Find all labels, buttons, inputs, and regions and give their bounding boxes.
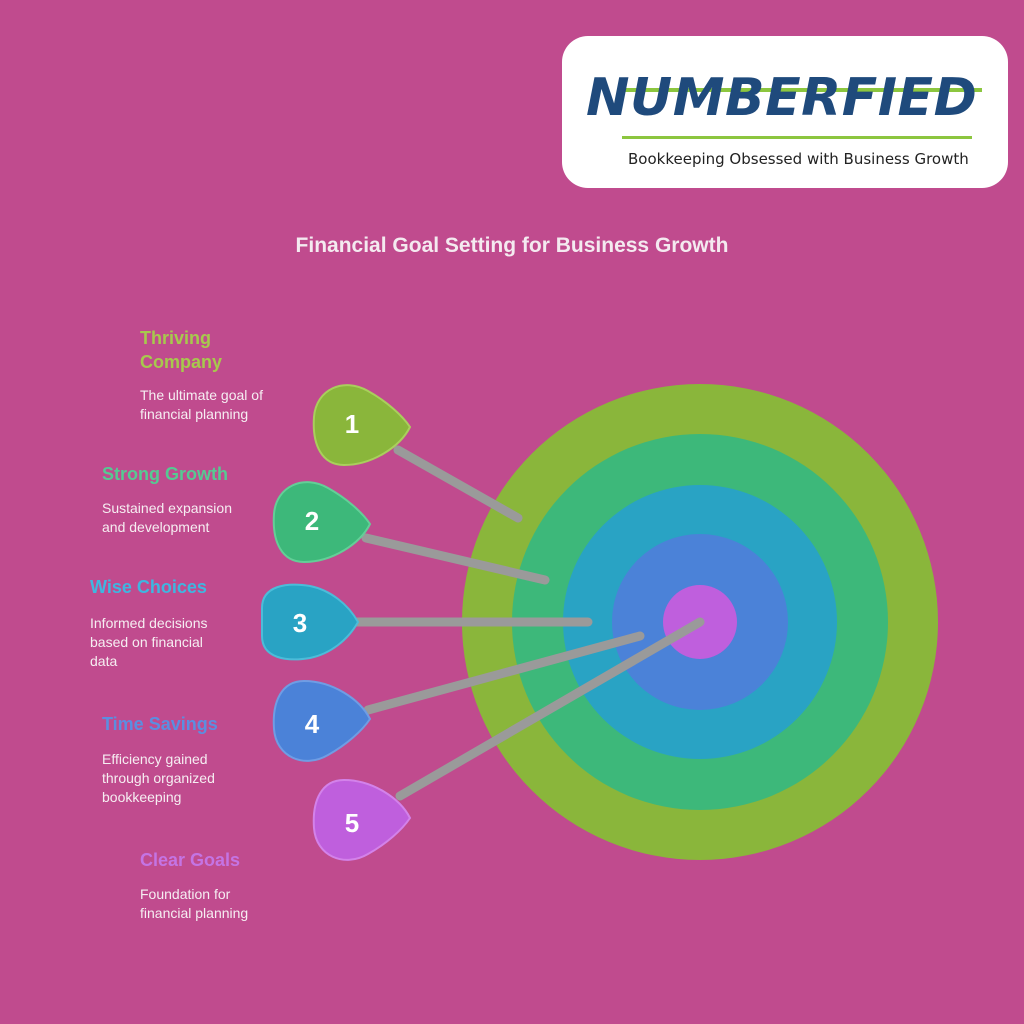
- item-label-4: Time Savings: [102, 714, 218, 734]
- dart-number-2: 2: [305, 506, 319, 536]
- dart-head-5: 5: [312, 778, 412, 861]
- dart-number-4: 4: [305, 709, 320, 739]
- dart-head-4-shape: [272, 679, 372, 762]
- item-label-3: Wise Choices: [90, 577, 207, 597]
- item-label-5: Clear Goals: [140, 850, 241, 870]
- dart-head-2-shape: [272, 481, 372, 564]
- dart-number-5: 5: [345, 808, 359, 838]
- logo-card: NUMBERFIED Bookkeeping Obsessed with Bus…: [562, 36, 1008, 188]
- item-desc-5: Foundation for financial planning: [140, 886, 249, 921]
- dart-shaft-1: [393, 445, 523, 523]
- dart-head-1: 1: [312, 384, 412, 467]
- dart-number-3: 3: [293, 608, 307, 638]
- diagram-title: Financial Goal Setting for Business Grow…: [295, 234, 729, 257]
- dart-head-3: 3: [261, 583, 360, 661]
- dart-head-4: 4: [272, 679, 372, 762]
- item-desc-3: Informed decisions based on financial da…: [90, 615, 208, 669]
- dart-head-1-shape: [312, 384, 412, 467]
- item-label-1: Thriving Company: [140, 328, 223, 372]
- logo-accent-line-bottom: [622, 136, 972, 139]
- item-label-2: Strong Growth: [102, 464, 228, 484]
- dart-heads: 1 2 3 4 5: [261, 384, 412, 861]
- dart-shaft-2: [361, 533, 550, 585]
- logo-wordmark: NUMBERFIED: [586, 68, 978, 128]
- dart-shafts: [351, 445, 705, 801]
- dart-head-5-shape: [312, 778, 412, 861]
- dart-shaft-4: [363, 631, 645, 715]
- logo-accent-line-top: [622, 88, 982, 92]
- item-desc-1: The ultimate goal of financial planning: [140, 387, 263, 422]
- dart-head-2: 2: [272, 481, 372, 564]
- item-desc-4: Efficiency gained through organized book…: [102, 751, 215, 805]
- logo-tagline: Bookkeeping Obsessed with Business Growt…: [628, 150, 969, 168]
- dart-shaft-5: [395, 617, 705, 801]
- dart-number-1: 1: [345, 409, 359, 439]
- item-desc-2: Sustained expansion and development: [102, 500, 232, 535]
- dart-head-3-shape: [261, 583, 360, 661]
